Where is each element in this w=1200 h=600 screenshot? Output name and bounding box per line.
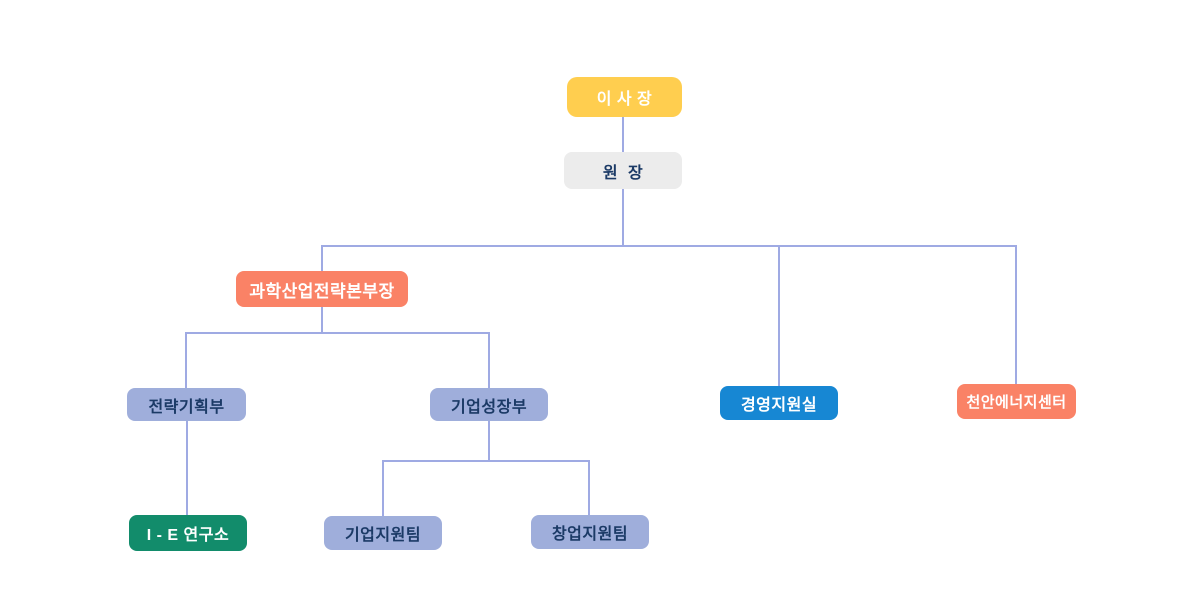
connector-drop-biz-support-team	[382, 460, 384, 516]
node-ie-research-institute: I - E 연구소	[129, 515, 247, 551]
node-president-label: 원 장	[602, 164, 644, 182]
node-science-industry-strategy-head-label: 과학산업전략본부장	[249, 281, 395, 301]
node-business-growth-dept: 기업성장부	[430, 388, 548, 421]
node-management-support-office: 경영지원실	[720, 386, 838, 420]
node-cheonan-energy-center-label: 천안에너지센터	[966, 394, 1067, 411]
connector-drop-strategy-head	[321, 245, 323, 271]
node-strategic-planning-dept: 전략기획부	[127, 388, 246, 421]
connector-drop-growth-dept	[488, 332, 490, 388]
node-business-support-team: 기업지원팀	[324, 516, 442, 550]
node-startup-support-team-label: 창업지원팀	[551, 526, 629, 543]
connector-level2-horizontal	[321, 245, 1017, 247]
node-president: 원 장	[564, 152, 682, 189]
connector-strategy-head-trunk	[321, 307, 323, 333]
connector-drop-planning-dept	[185, 332, 187, 388]
node-ie-research-institute-label: I - E 연구소	[146, 527, 230, 544]
node-business-support-team-label: 기업지원팀	[344, 527, 422, 544]
connector-level3-horizontal	[185, 332, 490, 334]
connector-level4-horizontal	[382, 460, 590, 462]
connector-president-trunk	[622, 189, 624, 246]
node-business-growth-dept-label: 기업성장부	[450, 398, 528, 416]
node-management-support-office-label: 경영지원실	[740, 397, 818, 414]
connector-growth-dept-trunk	[488, 421, 490, 461]
connector-chairman-president	[622, 117, 624, 152]
connector-drop-mgmt-office	[778, 245, 780, 386]
connector-drop-cheonan-center	[1015, 245, 1017, 384]
node-cheonan-energy-center: 천안에너지센터	[957, 384, 1076, 419]
connector-planning-ie-institute	[186, 421, 188, 515]
node-strategic-planning-dept-label: 전략기획부	[148, 398, 225, 416]
connector-drop-startup-team	[588, 460, 590, 515]
node-chairman: 이 사 장	[567, 77, 682, 117]
node-chairman-label: 이 사 장	[596, 91, 653, 108]
node-startup-support-team: 창업지원팀	[531, 515, 649, 549]
node-science-industry-strategy-head: 과학산업전략본부장	[236, 271, 408, 307]
